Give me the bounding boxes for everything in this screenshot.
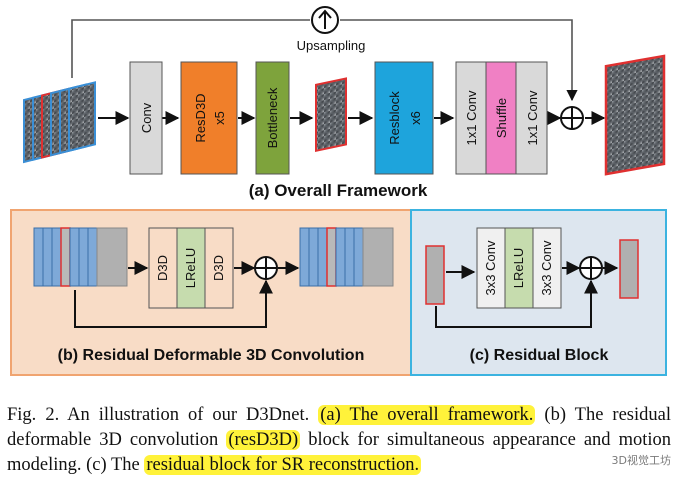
panel-c: 3x3 Conv LReLU 3x3 Conv (c) Residual Blo… <box>410 209 667 376</box>
upsampling-label: Upsampling <box>297 38 366 53</box>
overall-framework: Upsampling Conv ResD3D x5 Bottleneck Res… <box>23 6 666 200</box>
bottleneck-block <box>255 61 290 175</box>
upsampling-icon <box>311 6 339 34</box>
caption-c: (c) Residual Block <box>470 347 609 364</box>
resblock-label: Resblock <box>387 91 402 145</box>
shuffle-block <box>485 61 517 175</box>
input-frames <box>23 81 96 164</box>
watermark: 3D视觉工坊 <box>611 454 671 467</box>
d3d-2-label: D3D <box>211 255 226 281</box>
panel-b: D3D LReLU D3D (b) Residual Deformable 3D… <box>10 209 412 376</box>
caption-part-1: Fig. 2. An illustration of our D3Dnet. <box>7 405 319 425</box>
resd3d-block <box>180 61 238 175</box>
lrelu-b-block <box>176 227 206 309</box>
bottleneck-label: Bottleneck <box>265 87 280 148</box>
residual-input <box>425 245 445 305</box>
conv3x3-2-block <box>532 227 562 309</box>
caption-highlight-1: (a) The overall framework. <box>318 405 536 425</box>
conv-label: Conv <box>139 102 154 133</box>
lrelu-b-label: LReLU <box>183 248 198 288</box>
caption-highlight-2: (resD3D) <box>226 430 301 450</box>
conv1x1-b-block <box>515 61 548 175</box>
d3d-2-block <box>204 227 234 309</box>
caption-highlight-3: residual block for SR reconstruction. <box>144 455 422 475</box>
lrelu-c-label: LReLU <box>511 248 526 288</box>
resblock-count: x6 <box>408 111 423 125</box>
feature-stack-in <box>33 227 128 287</box>
feature-stack-out <box>299 227 394 287</box>
d3dnet-diagram: Upsampling Conv ResD3D x5 Bottleneck Res… <box>10 6 667 376</box>
conv3x3-2-label: 3x3 Conv <box>539 240 554 295</box>
feature-frame <box>315 77 347 153</box>
output-frame <box>604 54 666 176</box>
add-icon-c <box>579 256 603 280</box>
shuffle-label: Shuffle <box>494 98 509 138</box>
residual-output <box>619 239 639 299</box>
conv1x1-b-label: 1x1 Conv <box>525 90 540 145</box>
conv1x1-a-block <box>455 61 487 175</box>
caption-part-3: block for simultaneous appearance and mo… <box>7 430 671 475</box>
add-icon-b <box>254 256 278 280</box>
caption-b: (b) Residual Deformable 3D Convolution <box>58 347 365 364</box>
conv3x3-1-block <box>476 227 506 309</box>
resd3d-count: x5 <box>212 111 227 125</box>
conv3x3-1-label: 3x3 Conv <box>483 240 498 295</box>
d3d-1-label: D3D <box>155 255 170 281</box>
resd3d-label: ResD3D <box>193 93 208 142</box>
d3d-1-block <box>148 227 178 309</box>
add-icon <box>560 106 584 130</box>
conv-block <box>129 61 163 175</box>
lrelu-c-block <box>504 227 534 309</box>
conv1x1-a-label: 1x1 Conv <box>464 90 479 145</box>
caption-part-2: (b) The residual deformable 3D convoluti… <box>7 405 671 450</box>
caption-a: (a) Overall Framework <box>249 181 428 200</box>
figure-caption: Fig. 2. An illustration of our D3Dnet. (… <box>7 403 671 478</box>
resblock-block <box>374 61 434 175</box>
